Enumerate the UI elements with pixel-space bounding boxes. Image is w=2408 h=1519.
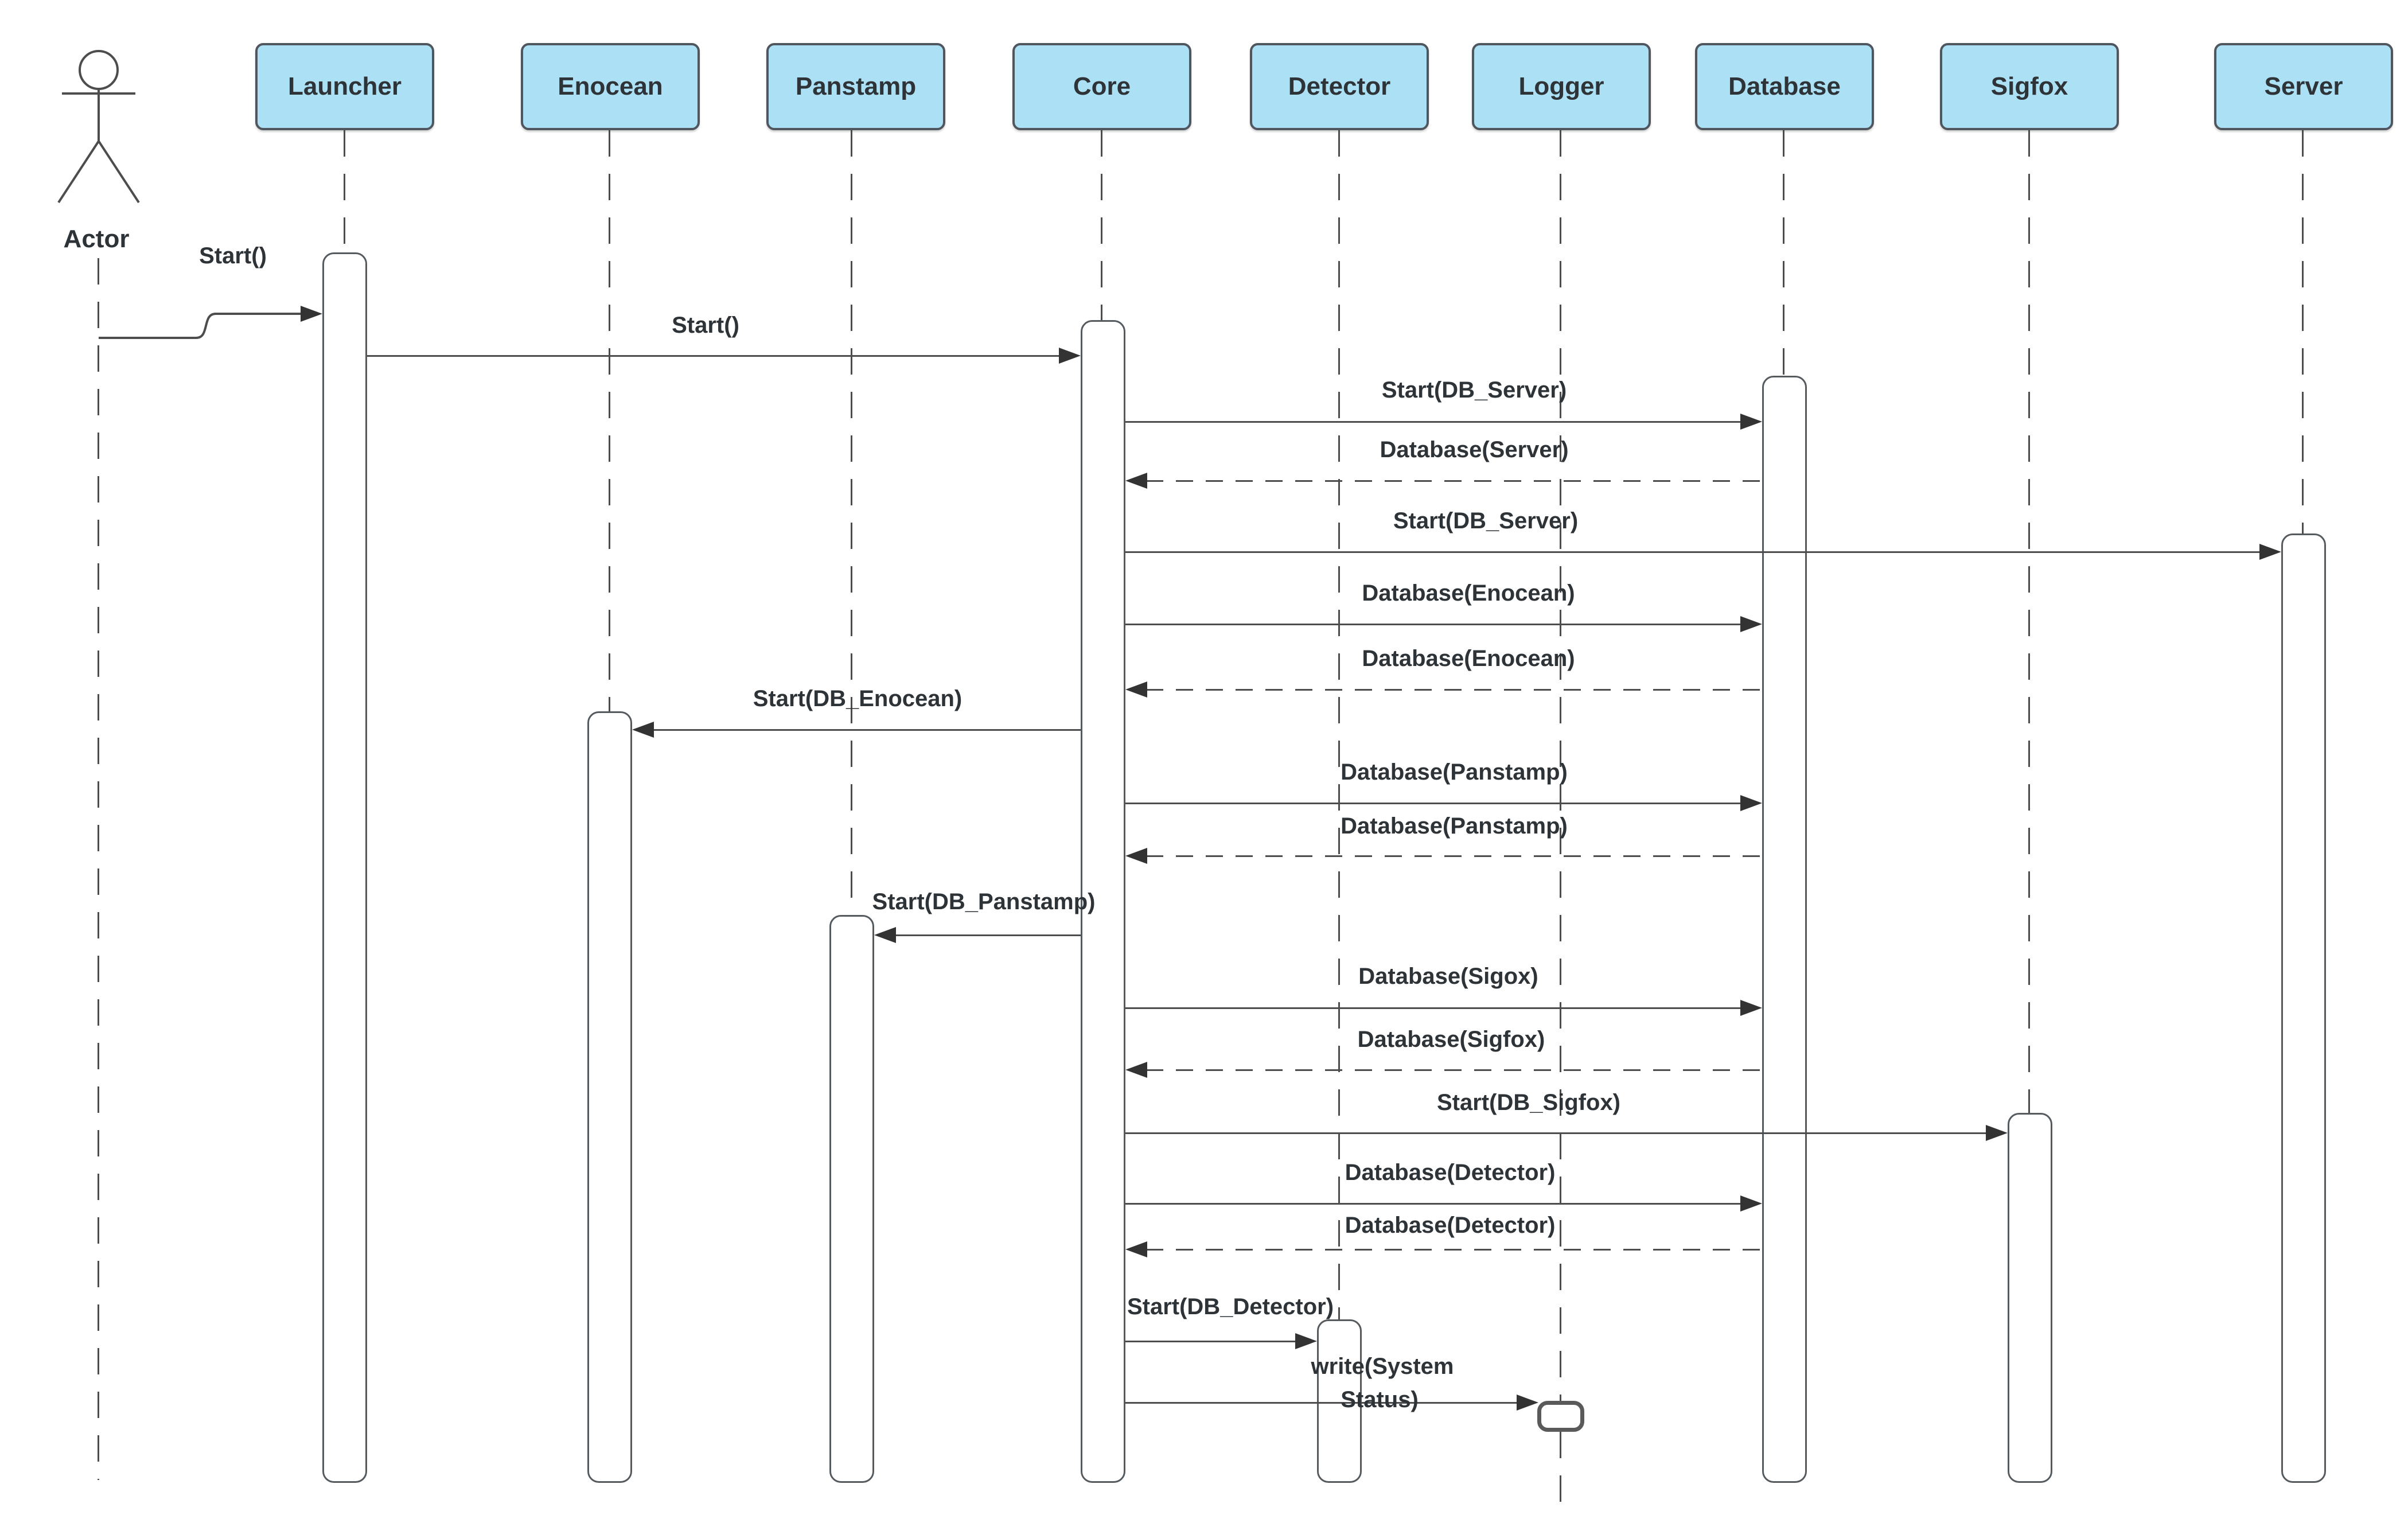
participant-label: Enocean: [558, 72, 663, 100]
message-line: [1125, 1007, 1741, 1009]
participant-sigfox: Sigfox: [1940, 43, 2119, 130]
participant-label: Core: [1073, 72, 1131, 100]
message-label: Database(Server): [1380, 437, 1569, 462]
message-line: [1125, 1132, 1987, 1134]
arrowhead-right-icon: [1740, 795, 1762, 811]
participant-database: Database: [1695, 43, 1874, 130]
actor-icon: [57, 50, 140, 204]
message-label: Database(Sigfox): [1357, 1027, 1545, 1052]
arrowhead-left-icon: [632, 722, 654, 738]
activation-core: [1081, 320, 1125, 1483]
activation-server: [2281, 533, 2326, 1483]
arrowhead-right-icon: [1740, 414, 1762, 430]
message-label: Database(Sigox): [1358, 964, 1538, 989]
arrowhead-left-icon: [1125, 1062, 1147, 1078]
message-label: Database(Panstamp): [1341, 813, 1568, 839]
message-label: Database(Detector): [1345, 1213, 1556, 1238]
arrowhead-right-icon: [1740, 616, 1762, 632]
arrowhead-left-icon: [1125, 1241, 1147, 1257]
message-label: Database(Enocean): [1362, 581, 1575, 606]
arrowhead-left-icon: [874, 927, 896, 943]
activation-sigfox: [2008, 1113, 2052, 1483]
arrowhead-left-icon: [1125, 681, 1147, 698]
message-line: [1125, 1402, 1518, 1404]
arrowhead-left-icon: [1125, 473, 1147, 489]
participant-label: Panstamp: [795, 72, 917, 100]
activation-launcher: [322, 252, 367, 1483]
lifeline-core: [1101, 130, 1102, 320]
activation-database: [1762, 376, 1807, 1483]
message-line: [1125, 1203, 1741, 1205]
lifeline-actor: [98, 258, 99, 1480]
participant-core: Core: [1012, 43, 1191, 130]
lifeline-server: [2302, 130, 2304, 533]
arrowhead-left-icon: [1125, 848, 1147, 864]
arrowhead-right-icon: [1740, 1195, 1762, 1212]
message-label: Start(DB_Server): [1393, 508, 1579, 533]
message-line-dashed: [1146, 1069, 1762, 1071]
lifeline-panstamp: [851, 130, 852, 915]
message-line: [895, 934, 1081, 936]
arrowhead-right-icon: [1740, 1000, 1762, 1016]
participant-enocean: Enocean: [521, 43, 700, 130]
lifeline-sigfox: [2028, 130, 2030, 1113]
message-line: [653, 729, 1081, 731]
message-label: write(System: [1311, 1354, 1454, 1379]
activation-logger: [1537, 1401, 1584, 1432]
message-line: [1125, 803, 1741, 804]
message-line: [1125, 421, 1741, 423]
participant-label: Launcher: [287, 72, 402, 100]
participant-launcher: Launcher: [255, 43, 434, 130]
lifeline-enocean: [609, 130, 610, 711]
participant-label: Sigfox: [1990, 72, 2068, 100]
participant-detector: Detector: [1250, 43, 1429, 130]
message-line-dashed: [1146, 689, 1762, 691]
message-label: Start(DB_Sigfox): [1436, 1090, 1621, 1115]
message-line-jog: [99, 306, 322, 339]
arrowhead-right-icon: [1986, 1125, 2008, 1141]
message-line: [1125, 551, 2261, 553]
message-label: Start(): [199, 243, 267, 268]
arrowhead-right-icon: [1295, 1333, 1317, 1349]
arrowhead-right-icon: [1517, 1395, 1538, 1411]
message-label: Start(DB_Panstamp): [872, 889, 1096, 914]
participant-logger: Logger: [1472, 43, 1651, 130]
activation-enocean: [587, 711, 632, 1483]
participant-label: Logger: [1518, 72, 1604, 100]
activation-panstamp: [829, 915, 874, 1483]
message-line-dashed: [1146, 855, 1762, 857]
message-label: Start(): [672, 313, 739, 338]
activation-detector: [1317, 1319, 1362, 1483]
lifeline-detector: [1338, 130, 1340, 1319]
message-label: Database(Detector): [1345, 1160, 1556, 1185]
arrowhead-right-icon: [1059, 348, 1081, 364]
lifeline-logger: [1560, 130, 1561, 1401]
message-line: [367, 355, 1060, 357]
participant-server: Server: [2214, 43, 2393, 130]
participant-label: Detector: [1288, 72, 1391, 100]
actor-label: Actor: [63, 225, 130, 253]
message-line: [1125, 1341, 1296, 1342]
participant-panstamp: Panstamp: [766, 43, 945, 130]
message-label: Start(DB_Enocean): [753, 686, 963, 711]
message-line-dashed: [1146, 480, 1762, 482]
arrowhead-right-icon: [2259, 544, 2281, 560]
message-line: [1125, 624, 1741, 625]
message-label: Status): [1341, 1387, 1419, 1412]
lifeline-logger-lower: [1560, 1432, 1561, 1503]
arrowhead-right-icon: [301, 306, 322, 322]
message-line-dashed: [1146, 1249, 1762, 1251]
lifeline-database: [1783, 130, 1784, 376]
message-label: Database(Enocean): [1362, 646, 1575, 671]
participant-label: Database: [1728, 72, 1841, 100]
message-label: Database(Panstamp): [1341, 760, 1568, 785]
message-label: Start(DB_Detector): [1127, 1294, 1334, 1319]
participant-label: Server: [2264, 72, 2343, 100]
lifeline-launcher: [344, 130, 345, 252]
message-label: Start(DB_Server): [1381, 377, 1567, 403]
